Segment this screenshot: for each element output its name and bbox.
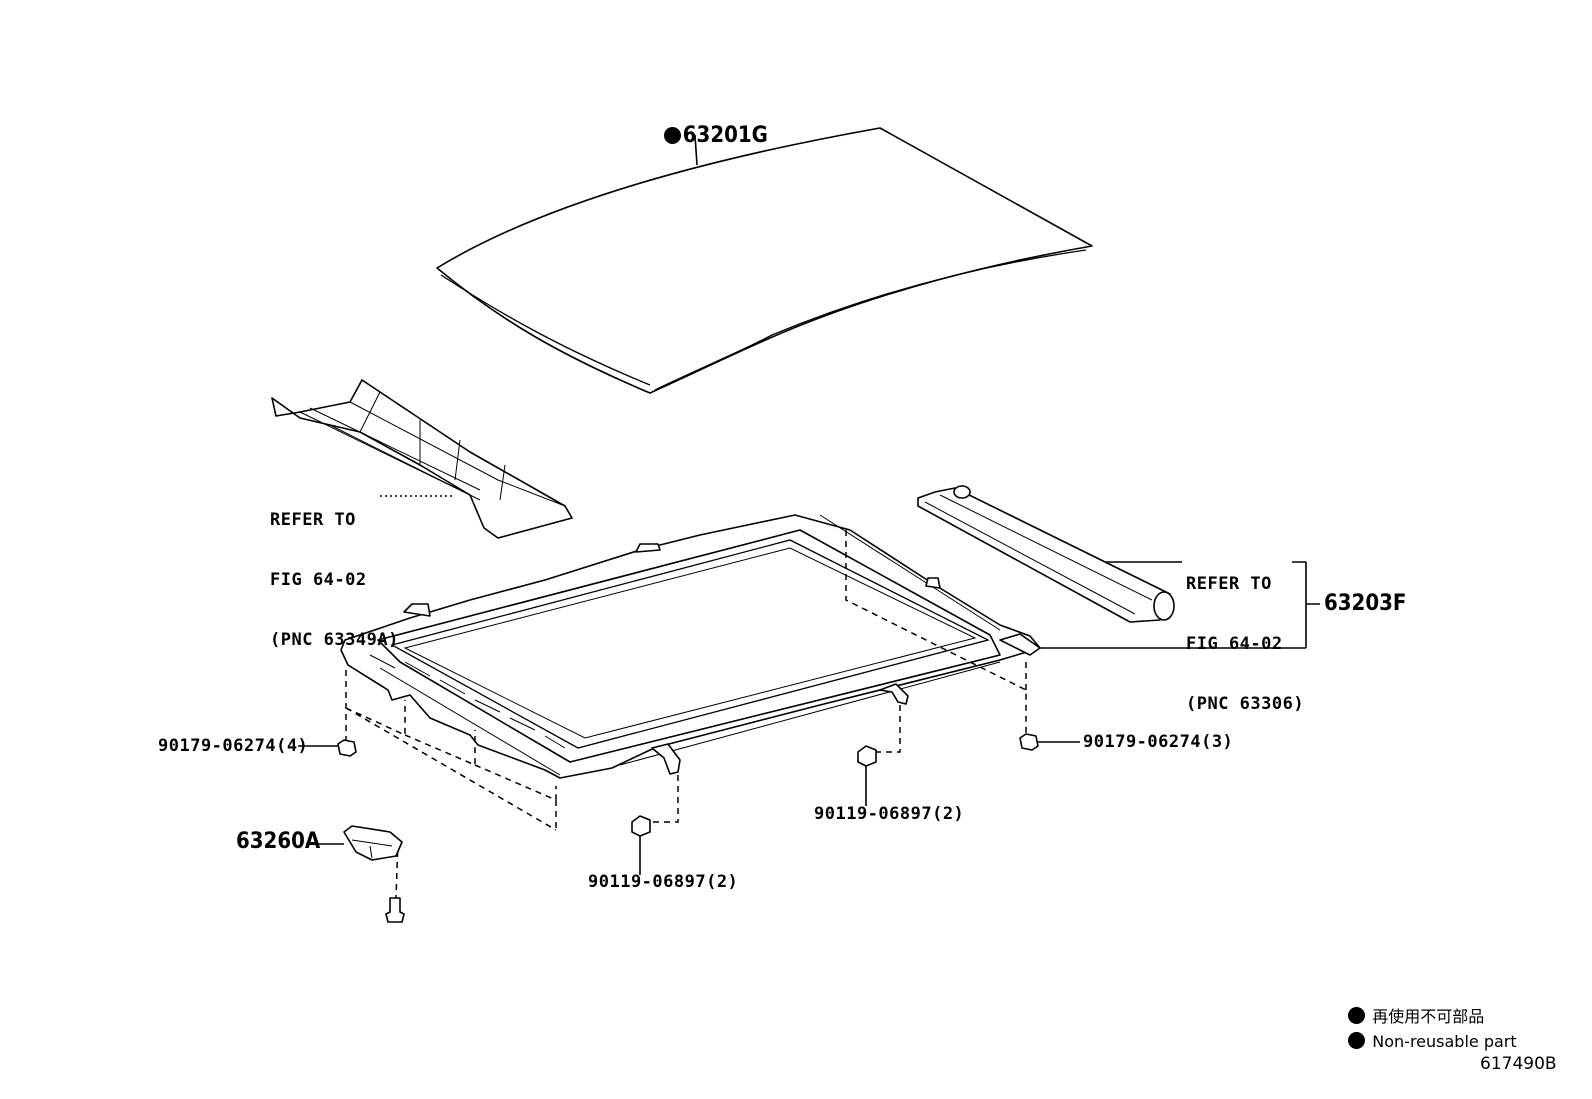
- rear-shade-rod[interactable]: [917, 485, 1182, 623]
- nut-left-icon[interactable]: [298, 739, 357, 757]
- legend-english: Non-reusable part: [1338, 1012, 1517, 1052]
- install-guide-lines: [345, 530, 1027, 899]
- callout-nut-right: 90179-06274(3): [1083, 732, 1234, 752]
- callout-bracket: 63260A: [236, 829, 321, 854]
- front-header-trim[interactable]: [271, 379, 573, 539]
- callout-frame-assy: 63203F: [1324, 591, 1407, 616]
- diagram-code: 617490B: [1480, 1054, 1557, 1074]
- callout-screw-center: 90119-06897(2): [588, 872, 739, 892]
- callout-nut-left: 90179-06274(4): [158, 736, 309, 756]
- nut-right-icon[interactable]: [1019, 733, 1080, 751]
- bracket-63260a[interactable]: [306, 825, 403, 861]
- screw-center-icon[interactable]: [631, 815, 651, 875]
- legend-japanese: 再使用不可部品: [1338, 987, 1484, 1027]
- callout-refer-front: REFER TO FIG 64-02 (PNC 63349A): [270, 510, 399, 650]
- callout-screw-right: 90119-06897(2): [814, 804, 965, 824]
- screw-right-icon[interactable]: [857, 745, 877, 806]
- legend-marker-icon: [1348, 1032, 1366, 1049]
- callout-refer-rear: REFER TO FIG 64-02 (PNC 63306): [1186, 574, 1305, 714]
- roof-headliner-panel[interactable]: [436, 127, 1093, 394]
- legend-marker-icon: [1348, 1007, 1366, 1024]
- sunroof-frame[interactable]: [340, 514, 1320, 779]
- non-reusable-marker-icon: [663, 127, 681, 144]
- bolt-icon[interactable]: [385, 897, 405, 923]
- callout-roof-panel: 63201G: [650, 106, 768, 147]
